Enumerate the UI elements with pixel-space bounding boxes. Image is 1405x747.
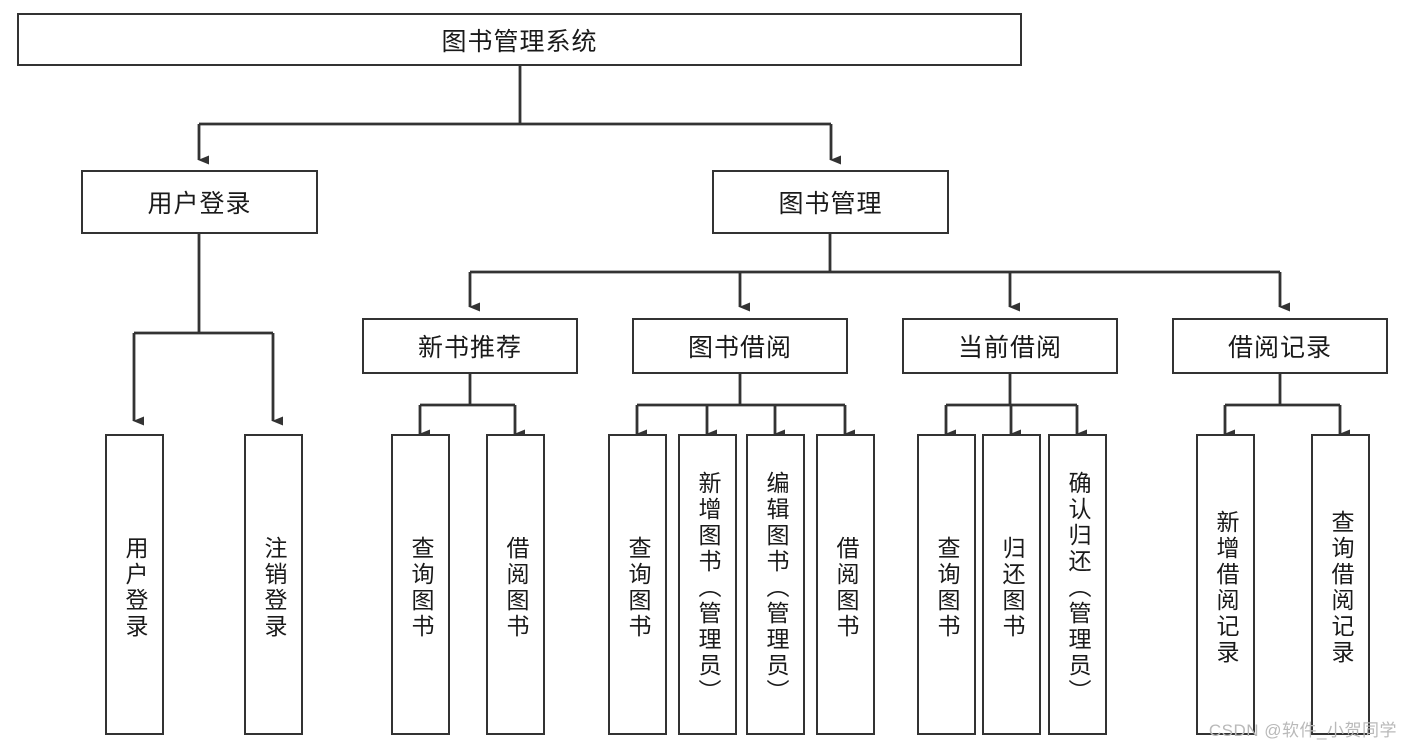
leaf-recommend-borrow-book[interactable]: 借阅图书	[486, 434, 545, 735]
leaf-record-query-record[interactable]: 查询借阅记录	[1311, 434, 1370, 735]
node-book-management[interactable]: 图书管理	[712, 170, 949, 234]
node-label: 新增借阅记录	[1213, 509, 1239, 666]
node-book-borrow[interactable]: 图书借阅	[632, 318, 848, 374]
node-label: 编辑图书（管理员）	[763, 470, 789, 705]
leaf-current-return-book[interactable]: 归还图书	[982, 434, 1041, 735]
node-label: 确认归还（管理员）	[1065, 470, 1091, 705]
node-label: 图书管理	[778, 190, 883, 218]
leaf-recommend-query-book[interactable]: 查询图书	[391, 434, 450, 735]
node-label: 图书借阅	[687, 334, 792, 362]
leaf-borrow-add-book-admin[interactable]: 新增图书（管理员）	[678, 434, 737, 735]
node-label: 新书推荐	[417, 334, 522, 362]
node-label: 借阅记录	[1227, 334, 1332, 362]
node-label: 图书管理系统	[441, 27, 598, 56]
leaf-borrow-borrow-book[interactable]: 借阅图书	[816, 434, 875, 735]
node-label: 归还图书	[999, 535, 1025, 640]
node-label: 查询图书	[408, 535, 434, 640]
node-root-system[interactable]: 图书管理系统	[17, 13, 1022, 66]
leaf-user-login-login[interactable]: 用户登录	[105, 434, 164, 735]
leaf-borrow-query-book[interactable]: 查询图书	[608, 434, 667, 735]
node-label: 借阅图书	[503, 535, 529, 640]
node-label: 用户登录	[147, 190, 252, 218]
leaf-record-add-record[interactable]: 新增借阅记录	[1196, 434, 1255, 735]
node-label: 当前借阅	[957, 334, 1062, 362]
node-current-borrow[interactable]: 当前借阅	[902, 318, 1118, 374]
leaf-current-query-book[interactable]: 查询图书	[917, 434, 976, 735]
node-label: 用户登录	[122, 535, 148, 640]
node-label: 新增图书（管理员）	[695, 470, 721, 705]
node-label: 查询图书	[934, 535, 960, 640]
node-new-book-recommend[interactable]: 新书推荐	[362, 318, 578, 374]
node-borrow-record[interactable]: 借阅记录	[1172, 318, 1388, 374]
node-label: 查询借阅记录	[1328, 509, 1354, 666]
leaf-user-login-logout[interactable]: 注销登录	[244, 434, 303, 735]
leaf-current-confirm-return-admin[interactable]: 确认归还（管理员）	[1048, 434, 1107, 735]
node-label: 查询图书	[625, 535, 651, 640]
leaf-borrow-edit-book-admin[interactable]: 编辑图书（管理员）	[746, 434, 805, 735]
node-user-login[interactable]: 用户登录	[81, 170, 318, 234]
node-label: 借阅图书	[833, 535, 859, 640]
node-label: 注销登录	[261, 535, 287, 640]
